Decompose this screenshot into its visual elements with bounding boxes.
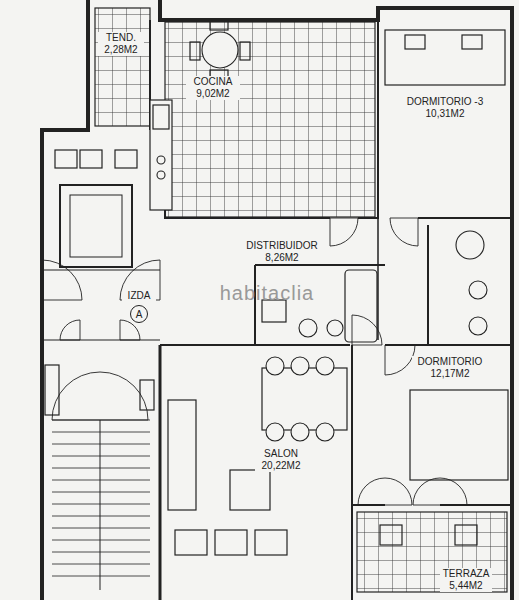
circle-letter: A — [136, 309, 143, 320]
stair-step — [52, 480, 150, 481]
wall — [165, 130, 330, 218]
armchair — [255, 530, 287, 555]
door-letter-circle: A — [130, 305, 148, 323]
wall — [254, 265, 256, 345]
kitchen-floor — [165, 22, 375, 217]
armchair — [215, 530, 247, 555]
outer-wall — [42, 0, 88, 600]
stair-step — [52, 504, 150, 505]
stair-step — [52, 456, 150, 457]
stair-step — [52, 516, 150, 517]
stair-rail — [100, 420, 101, 590]
wall — [427, 225, 429, 345]
tendedero-floor — [95, 8, 150, 126]
chair — [240, 42, 250, 60]
door-swing — [42, 260, 82, 300]
door-swing — [390, 218, 418, 246]
wall — [351, 505, 353, 600]
dining-table — [262, 368, 347, 430]
meter-box — [45, 365, 59, 415]
chair — [291, 357, 309, 375]
room-label: SALON 20,22M2 — [255, 448, 307, 472]
terrace-floor — [357, 512, 507, 592]
stair-step — [52, 492, 150, 493]
door-swing — [385, 345, 415, 375]
wall — [418, 217, 512, 219]
hob — [157, 156, 165, 164]
elevator-shaft — [60, 185, 132, 267]
cabinet — [115, 150, 137, 168]
wall — [160, 344, 350, 346]
stair-step — [52, 552, 150, 553]
stair-step — [52, 468, 150, 469]
room-label: TEND. 2,28M2 — [98, 32, 144, 56]
chair — [455, 525, 477, 545]
meter-box — [140, 380, 154, 410]
room-label: DORMITORIO -3 10,31M2 — [400, 96, 490, 120]
pillow — [462, 35, 482, 49]
door-swing — [352, 315, 382, 345]
toilet — [299, 319, 317, 337]
door-swing — [358, 478, 412, 505]
shower — [456, 231, 484, 259]
door-swing — [413, 478, 467, 505]
stair-step — [52, 432, 150, 433]
chair — [291, 423, 309, 441]
chair — [266, 423, 284, 441]
kitchen-counter — [150, 100, 172, 210]
chair — [210, 20, 228, 30]
bed — [410, 390, 508, 480]
table — [202, 32, 238, 68]
chair — [316, 423, 334, 441]
room-label: DISTRIBUIDOR 8,26M2 — [240, 240, 324, 264]
stair-step — [52, 576, 150, 577]
coffee-table — [230, 470, 270, 510]
door-swing — [60, 320, 80, 340]
room-label: IZDA — [122, 290, 156, 302]
cabinet — [80, 150, 102, 168]
wall — [159, 345, 162, 600]
wall — [358, 20, 378, 218]
door-swing — [330, 218, 358, 246]
watermark: habitaclia — [200, 282, 334, 304]
stair-step — [52, 540, 150, 541]
pillow — [405, 35, 425, 49]
landing-line — [42, 269, 160, 270]
elevator-car — [70, 195, 122, 257]
wall — [351, 345, 353, 505]
bidet — [327, 320, 343, 336]
stair-step — [52, 444, 150, 445]
bathtub — [345, 270, 377, 342]
chair — [316, 357, 334, 375]
cabinet — [55, 150, 77, 168]
stair-curve — [52, 372, 148, 420]
room-label: DORMITORIO 12,17M2 — [412, 356, 488, 380]
chair — [190, 42, 200, 60]
stair-step — [52, 564, 150, 565]
door-swing — [120, 320, 140, 340]
room-label: TERRAZA 5,44M2 — [440, 568, 492, 592]
sink — [153, 105, 169, 129]
armchair — [175, 530, 207, 555]
toilet — [469, 317, 487, 335]
outer-wall — [160, 0, 512, 600]
wall — [255, 264, 385, 266]
chair — [380, 525, 402, 545]
bed — [385, 30, 505, 85]
washbasin — [469, 281, 487, 299]
hob — [157, 171, 165, 179]
room-label: COCINA 9,02M2 — [186, 76, 240, 100]
stair-step — [52, 528, 150, 529]
sofa — [168, 400, 196, 510]
chair — [266, 357, 284, 375]
